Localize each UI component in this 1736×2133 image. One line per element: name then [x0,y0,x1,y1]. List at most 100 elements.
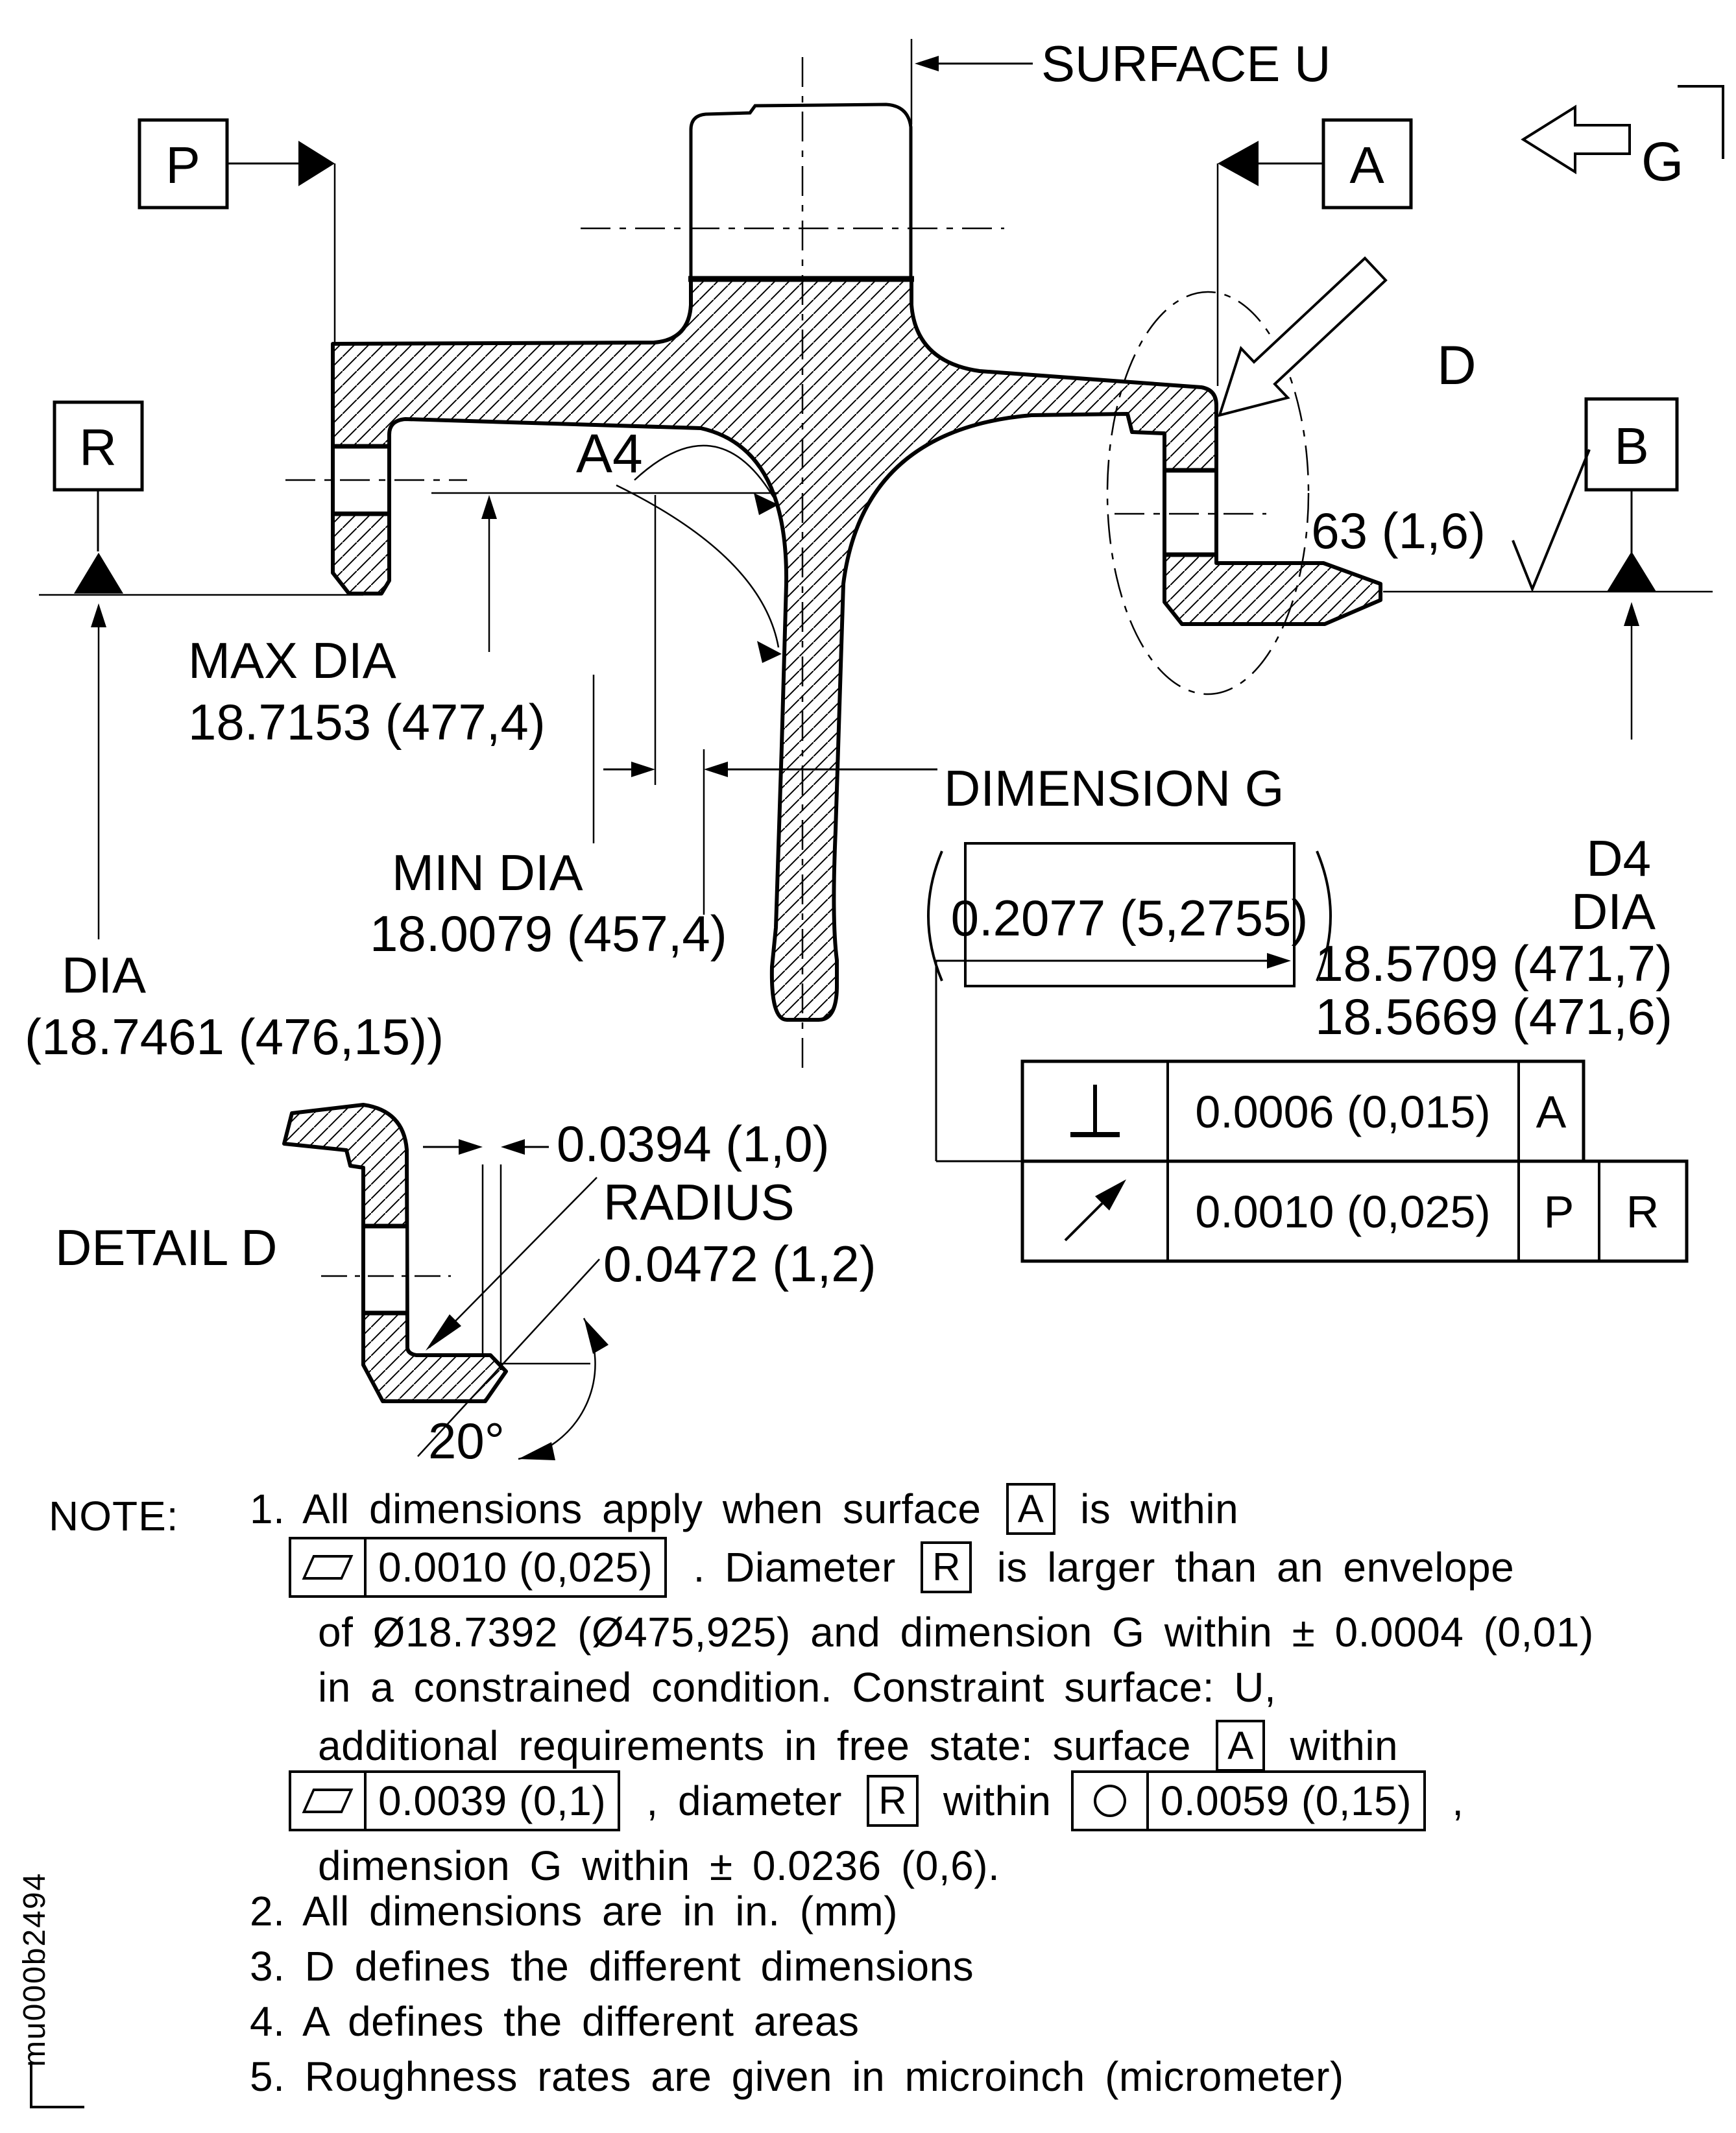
max-dia-arrowhead-icon [481,495,497,519]
radius-arrowhead-icon [426,1314,461,1351]
dimension-g-value: 0.2077 (5,2755) [951,889,1308,946]
note-text: within [1270,1722,1399,1769]
roughness-value: 63 (1,6) [1311,502,1486,559]
fcf-tolerance-value: 0.0059 (0,15) [1160,1778,1412,1824]
note-text: within [923,1778,1071,1824]
inline-fcf-box: 0.0059 (0,15) [1070,1770,1426,1831]
fcf-tolerance-2: 0.0010 (0,025) [1195,1187,1490,1237]
right-flange-bolt-window [1166,472,1214,553]
min-dia-value: 18.0079 (457,4) [370,905,727,962]
datum-a-triangle-icon [1218,141,1259,186]
note-text: of Ø18.7392 (Ø475,925) and dimension G w… [318,1609,1594,1656]
hub-outline [689,102,913,279]
angle-value: 20° [428,1412,505,1469]
dim-g-arrowhead-right-icon [704,762,728,777]
note-line: 4. A defines the different areas [250,1990,859,2053]
area-a4-arrowhead-upper-icon [754,493,778,515]
corner-mark-bottom-left [30,2062,84,2108]
d4-label: D4 [1586,830,1651,887]
datum-p-triangle-icon [298,141,335,186]
note-text: dimension G within ± 0.0236 (0,6). [318,1842,1000,1889]
note-text: additional requirements in free state: s… [318,1722,1211,1769]
inline-fcf-box: 0.0039 (0,1) [289,1770,621,1831]
datum-b-triangle-icon [1607,551,1656,592]
view-g-label: G [1641,131,1683,192]
note-text: 3. D defines the different dimensions [250,1943,974,1990]
circularity-icon [1093,1785,1126,1817]
datum-reference-box: R [921,1541,972,1593]
dim-g-arrowhead-left-icon [631,762,655,777]
figure-id: mu000b2494 [18,1872,52,2067]
note-text: is larger than an envelope [977,1544,1515,1591]
radius-label: RADIUS [603,1174,795,1231]
radius-value: 0.0472 (1,2) [603,1235,876,1292]
part-cross-section [331,277,1382,1022]
angle-arrowhead-bottom-icon [518,1442,555,1460]
note-line: 2. All dimensions are in in. (mm) [250,1880,898,1942]
dimension-g-value-box [964,842,1296,987]
d4-arrowhead-icon [1267,953,1291,969]
radius-leader [429,1177,597,1348]
datum-b-letter: B [1614,417,1648,475]
inline-fcf-box: 0.0010 (0,025) [289,1537,668,1598]
note-line: 0.0010 (0,025) . Diameter R is larger th… [289,1536,1514,1598]
datum-a-letter: A [1349,136,1384,194]
fcf-row-2 [1020,1159,1689,1263]
note-line: in a constrained condition. Constraint s… [318,1656,1276,1718]
datum-r-letter: R [79,418,117,476]
gap-arrowhead-left-icon [459,1139,483,1155]
fcf-datum-2a: P [1544,1187,1574,1237]
area-a4-leader-upper [634,444,775,498]
note-text: in a constrained condition. Constraint s… [318,1664,1277,1711]
dimension-g-label: DIMENSION G [944,760,1284,817]
note-line: additional requirements in free state: s… [318,1715,1398,1777]
view-d-label: D [1437,335,1477,396]
angle-arrowhead-top-icon [584,1318,609,1354]
fcf-tolerance-value: 0.0039 (0,1) [378,1778,607,1824]
angle-arc [518,1318,596,1460]
datum-reference-box: A [1006,1483,1055,1535]
fcf-datum-1a: A [1536,1087,1567,1137]
note-text: 5. Roughness rates are given in microinc… [250,2053,1344,2100]
circular-runout-icon [1064,1179,1126,1242]
area-a4-leader-lower [616,484,780,648]
note-line: 3. D defines the different dimensions [250,1935,974,1997]
note-text: 1. All dimensions apply when surface [250,1486,1001,1532]
note-text: 2. All dimensions are in in. (mm) [250,1888,898,1934]
area-a4-label: A4 [576,423,643,484]
view-arrow-g-icon [1521,104,1631,175]
note-text: is within [1060,1486,1239,1532]
dia-arrowhead-icon [91,603,106,627]
detail-d-boundary [1106,291,1310,695]
dimension-g-paren-right [1316,850,1332,982]
gap-arrowhead-right-icon [501,1139,525,1155]
note-text: , [1432,1778,1464,1824]
corner-mark-top-right [1678,85,1724,159]
datum-reference-box: A [1216,1720,1266,1772]
surface-u-label: SURFACE U [1041,35,1331,92]
note-text: 4. A defines the different areas [250,1998,860,2045]
note-line: of Ø18.7392 (Ø475,925) and dimension G w… [318,1601,1594,1663]
datum-reference-box: R [867,1775,919,1827]
fcf-tolerance-1: 0.0006 (0,015) [1195,1087,1490,1137]
fcf-datum-2b: R [1626,1187,1659,1237]
surface-u-arrowhead-icon [915,56,939,71]
detail-d-label: DETAIL D [55,1219,277,1276]
note-line: 5. Roughness rates are given in microinc… [250,2045,1344,2108]
note-line: 1. All dimensions apply when surface A i… [250,1478,1238,1540]
flatness-icon [302,1789,354,1813]
fcf-tolerance-value: 0.0010 (0,025) [378,1544,653,1591]
datum-r-triangle-icon [74,553,123,594]
dia-label: DIA [62,946,146,1004]
view-arrow-d-icon [1217,256,1388,417]
note-text: . Diameter [673,1544,916,1591]
note-heading: NOTE: [49,1493,179,1539]
max-dia-value: 18.7153 (477,4) [188,693,546,751]
d4-value-min: 18.5669 (471,6) [1315,988,1672,1045]
flatness-icon [302,1555,354,1580]
perpendicularity-icon [1070,1085,1120,1137]
min-dia-label: MIN DIA [392,844,583,901]
fcf-table: 0.0006 (0,015) A 0.0010 (0,025) P R [1020,1059,1689,1263]
dia-value: (18.7461 (476,15)) [25,1008,444,1065]
area-a4-arrowhead-lower-icon [757,641,782,663]
